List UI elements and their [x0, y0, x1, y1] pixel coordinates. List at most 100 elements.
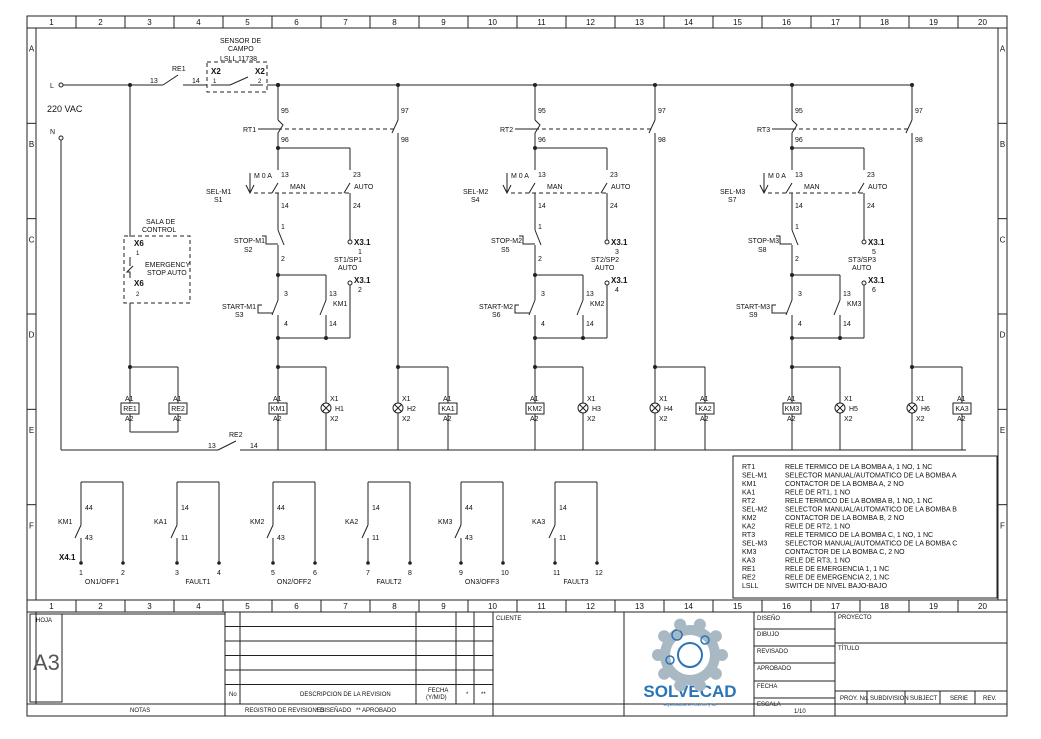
- legend-tag: KM1: [742, 481, 757, 488]
- svg-text:43: 43: [85, 535, 93, 542]
- svg-text:4: 4: [284, 321, 288, 328]
- svg-text:AUTO: AUTO: [338, 265, 358, 272]
- svg-text:TÍTULO: TÍTULO: [838, 645, 860, 652]
- svg-text:S3: S3: [235, 312, 244, 319]
- legend-description: RELE TERMICO DE LA BOMBA A, 1 NO, 1 NC: [785, 464, 932, 471]
- svg-text:**: **: [481, 692, 486, 698]
- svg-text:H2: H2: [407, 406, 416, 413]
- svg-text:A2: A2: [530, 416, 539, 423]
- svg-text:HOJA: HOJA: [36, 618, 52, 624]
- svg-text:A1: A1: [273, 396, 282, 403]
- legend-tag: RE2: [742, 575, 756, 582]
- phase-label: L: [50, 83, 54, 90]
- svg-text:(Y/M/D): (Y/M/D): [426, 695, 447, 701]
- svg-text:X4.1: X4.1: [59, 553, 76, 562]
- svg-text:96: 96: [795, 137, 803, 144]
- svg-text:KM1: KM1: [58, 519, 73, 526]
- column-label-top: 6: [294, 18, 299, 27]
- svg-text:11: 11: [372, 535, 379, 542]
- column-label-bottom: 14: [684, 602, 693, 611]
- svg-text:ON3/OFF3: ON3/OFF3: [465, 579, 499, 586]
- svg-text:97: 97: [401, 108, 409, 115]
- supply-voltage: 220 VAC: [47, 104, 83, 114]
- re2-contact: 13 RE2 14: [208, 432, 258, 451]
- svg-text:X1: X1: [916, 396, 925, 403]
- svg-text:A1: A1: [530, 396, 539, 403]
- svg-text:2: 2: [258, 79, 262, 85]
- svg-text:DIBUJO: DIBUJO: [757, 632, 779, 638]
- column-label-bottom: 9: [441, 602, 446, 611]
- column-label-bottom: 6: [294, 602, 299, 611]
- svg-text:X3.1: X3.1: [868, 276, 885, 285]
- svg-text:X1: X1: [659, 396, 668, 403]
- legend-tag: KM3: [742, 549, 757, 556]
- legend-description: RELE DE EMERGENCIA 2, 1 NC: [785, 575, 889, 582]
- svg-text:X1: X1: [587, 396, 596, 403]
- svg-text:AUTO: AUTO: [354, 184, 374, 191]
- svg-text:SENSOR DE: SENSOR DE: [220, 38, 262, 45]
- svg-text:43: 43: [465, 535, 473, 542]
- svg-text:23: 23: [610, 172, 618, 179]
- column-label-bottom: 11: [537, 602, 546, 611]
- svg-text:X2: X2: [659, 416, 668, 423]
- svg-text:S4: S4: [471, 197, 480, 204]
- title-block: HOJA A3 NOTAS No DESCRIPCION DE LA REVIS…: [27, 611, 1007, 716]
- svg-text:98: 98: [915, 137, 923, 144]
- svg-text:14: 14: [192, 78, 200, 85]
- control-room-emergency-stop: SALA DE CONTROL X6 1 EMERGENCY STOP AUTO…: [123, 219, 191, 304]
- svg-text:2: 2: [795, 256, 799, 263]
- row-label-right: D: [1000, 331, 1006, 340]
- svg-text:NOTAS: NOTAS: [130, 708, 150, 714]
- svg-text:14: 14: [181, 505, 189, 512]
- svg-text:24: 24: [353, 203, 361, 210]
- svg-text:A1: A1: [957, 396, 966, 403]
- svg-text:13: 13: [795, 172, 803, 179]
- svg-text:X3.1: X3.1: [354, 276, 371, 285]
- svg-text:7: 7: [366, 570, 370, 577]
- svg-text:13: 13: [586, 291, 594, 298]
- svg-text:14: 14: [329, 321, 337, 328]
- brand-name: SOLVECAD: [643, 682, 736, 701]
- svg-text:H4: H4: [664, 406, 673, 413]
- legend-description: CONTACTOR DE LA BOMBA A, 2 NO: [785, 481, 904, 488]
- column-label-top: 5: [245, 18, 250, 27]
- svg-text:13: 13: [329, 291, 337, 298]
- svg-text:LSLL 11738: LSLL 11738: [220, 56, 257, 63]
- svg-text:FECHA: FECHA: [428, 688, 448, 694]
- svg-text:CAMPO: CAMPO: [228, 46, 254, 53]
- solvecad-logo: SOLVECAD Especialistas en Cad 2D y 3D: [643, 618, 737, 707]
- svg-text:1: 1: [213, 79, 217, 85]
- svg-text:M 0 A: M 0 A: [768, 173, 786, 180]
- svg-text:Especialistas en Cad 2D y 3D: Especialistas en Cad 2D y 3D: [664, 702, 717, 707]
- svg-text:FAULT2: FAULT2: [376, 579, 401, 586]
- svg-text:2: 2: [538, 256, 542, 263]
- svg-text:X2: X2: [211, 67, 221, 76]
- legend-description: RELE DE EMERGENCIA 1, 1 NC: [785, 566, 889, 573]
- svg-text:95: 95: [538, 108, 546, 115]
- svg-text:MAN: MAN: [547, 184, 563, 191]
- row-label-left: E: [29, 426, 34, 435]
- svg-text:X2: X2: [844, 416, 853, 423]
- svg-text:ON2/OFF2: ON2/OFF2: [277, 579, 311, 586]
- svg-text:STOP AUTO: STOP AUTO: [147, 270, 187, 277]
- svg-text:ST2/SP2: ST2/SP2: [591, 257, 619, 264]
- column-label-top: 9: [441, 18, 446, 27]
- svg-text:95: 95: [281, 108, 289, 115]
- svg-text:KA2: KA2: [698, 406, 711, 413]
- svg-text:S2: S2: [244, 247, 253, 254]
- legend-description: SELECTOR MANUAL/AUTOMATICO DE LA BOMBA A: [785, 473, 957, 480]
- svg-text:ESCALA: ESCALA: [757, 702, 781, 708]
- svg-text:98: 98: [658, 137, 666, 144]
- svg-text:A1: A1: [173, 396, 182, 403]
- svg-text:12: 12: [595, 570, 603, 577]
- svg-text:SERIE: SERIE: [950, 696, 968, 702]
- svg-text:13: 13: [843, 291, 851, 298]
- column-label-bottom: 20: [978, 602, 987, 611]
